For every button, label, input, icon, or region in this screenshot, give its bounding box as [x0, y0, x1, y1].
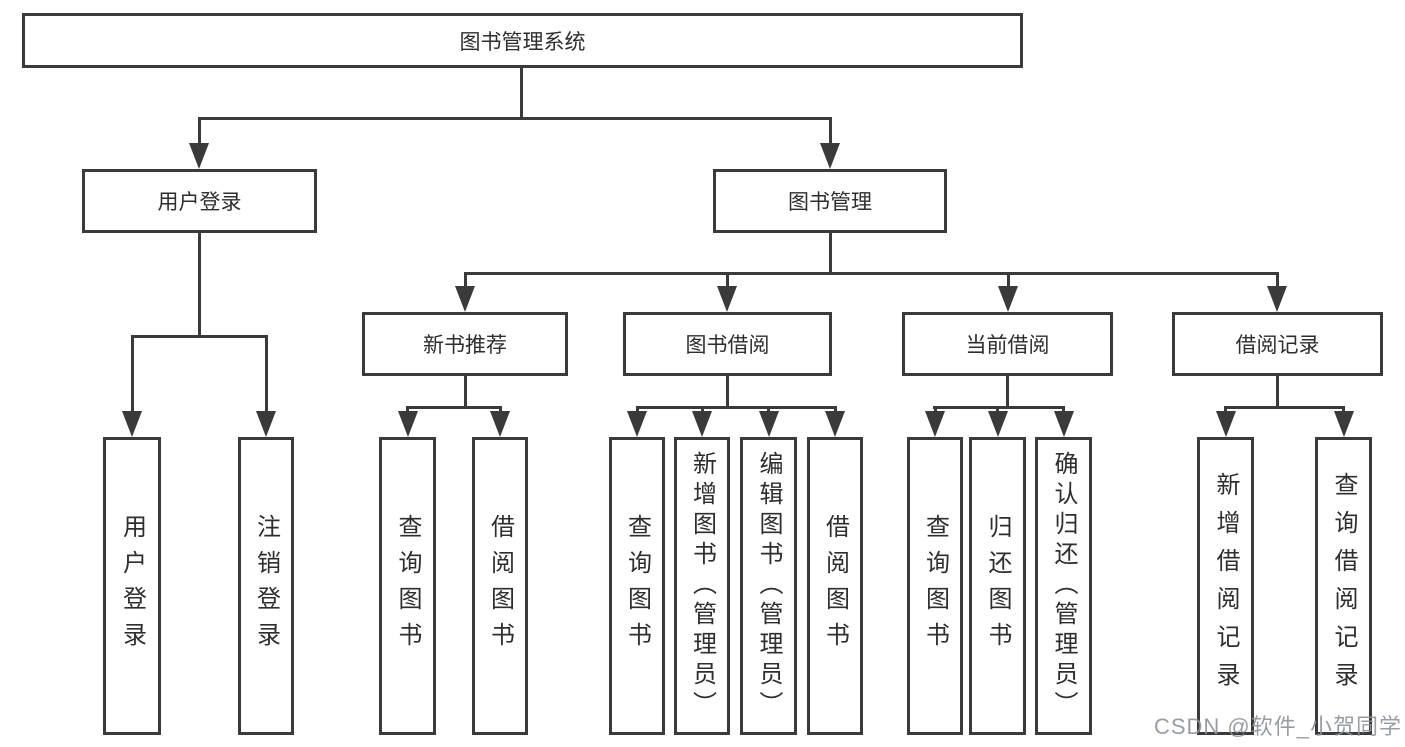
leaf-borrow-add-node: 新增图书（管理员）: [674, 437, 730, 735]
leaf-borrow-add-label: 新增图书（管理员）: [688, 451, 716, 721]
leaf-newbooks-query-node: 查询图书: [379, 437, 436, 735]
connector-level2-fork: [198, 117, 832, 120]
connector-cb-return-stem: [996, 406, 999, 415]
book-mgmt-node: 图书管理: [713, 169, 947, 233]
leaf-current-confirm-node: 确认归还（管理员）: [1035, 437, 1092, 735]
leaf-borrow-edit-label: 编辑图书（管理员）: [755, 451, 782, 721]
connector-root-trunk: [520, 68, 523, 120]
arrow-down-book-borrow: [717, 286, 737, 312]
connector-user-login-fork: [131, 335, 268, 338]
arrow-down-br-add: [1216, 411, 1236, 437]
current-borrow-node: 当前借阅: [902, 312, 1113, 376]
leaf-user-login-node: 用户登录: [103, 437, 161, 735]
connector-book-borrow-stem: [726, 272, 729, 290]
connector-book-mgmt-stem: [829, 117, 832, 147]
arrow-down-br-query: [1334, 411, 1354, 437]
arrow-down-nb-borrow: [490, 411, 510, 437]
user-login-node-label: 用户登录: [157, 191, 242, 214]
arrow-down-nb-query: [398, 411, 418, 437]
leaf-logout-node: 注销登录: [238, 437, 294, 735]
connector-book-mgmt-trunk: [829, 233, 832, 274]
leaf-logout-label: 注销登录: [252, 514, 280, 658]
arrow-down-borrow-records: [1267, 286, 1287, 312]
borrow-records-node: 借阅记录: [1172, 312, 1383, 376]
arrow-down-current-borrow: [998, 286, 1018, 312]
book-borrow-node: 图书借阅: [623, 312, 832, 376]
arrow-down-bb-edit: [759, 411, 779, 437]
connector-cb-query-stem: [934, 406, 937, 415]
arrow-down-book-mgmt: [820, 143, 840, 169]
leaf-newbooks-query-label: 查询图书: [394, 514, 421, 658]
leaf-records-query-node: 查询借阅记录: [1315, 437, 1372, 735]
root-node-label: 图书管理系统: [459, 30, 586, 54]
leaf-borrow-query-node: 查询图书: [609, 437, 665, 735]
leaf-newbooks-borrow-node: 借阅图书: [472, 437, 528, 735]
arrow-down-leaf-login: [122, 411, 142, 437]
leaf-current-confirm-label: 确认归还（管理员）: [1050, 451, 1077, 721]
connector-borrow-records-fork: [1224, 406, 1345, 409]
book-mgmt-node-label: 图书管理: [788, 191, 872, 214]
leaf-current-return-node: 归还图书: [969, 437, 1026, 735]
arrow-down-bb-borrow: [825, 411, 845, 437]
new-books-node-label: 新书推荐: [423, 334, 507, 357]
arrow-down-cb-return: [988, 411, 1008, 437]
arrow-down-user-login: [189, 143, 209, 169]
leaf-current-query-label: 查询图书: [921, 514, 949, 658]
connector-leaf-logout-stem: [265, 335, 268, 415]
connector-new-books-stem: [464, 272, 467, 290]
arrow-down-cb-query: [925, 411, 945, 437]
book-borrow-node-label: 图书借阅: [685, 334, 770, 357]
arrow-down-bb-add: [692, 411, 712, 437]
leaf-newbooks-borrow-label: 借阅图书: [486, 514, 514, 658]
connector-bb-borrow-stem: [834, 406, 837, 415]
root-node: 图书管理系统: [22, 13, 1023, 68]
leaf-records-add-node: 新增借阅记录: [1197, 437, 1254, 735]
connector-level3-fork: [464, 272, 1279, 275]
leaf-records-query-label: 查询借阅记录: [1330, 472, 1357, 700]
leaf-records-add-label: 新增借阅记录: [1212, 472, 1239, 700]
connector-bb-query-stem: [636, 406, 639, 415]
connector-br-query-stem: [1342, 406, 1345, 415]
connector-user-login-trunk: [198, 233, 201, 337]
connector-bb-add-stem: [701, 406, 704, 415]
connector-nb-borrow-stem: [499, 406, 502, 415]
arrow-down-cb-confirm: [1054, 411, 1074, 437]
new-books-node: 新书推荐: [362, 312, 568, 376]
connector-cb-confirm-stem: [1062, 406, 1065, 415]
leaf-current-return-label: 归还图书: [984, 514, 1011, 658]
connector-nb-query-stem: [406, 406, 409, 415]
connector-book-borrow-trunk: [726, 376, 729, 409]
csdn-watermark: CSDN @软件_小贺同学: [1153, 714, 1402, 739]
arrow-down-new-books: [455, 286, 475, 312]
connector-leaf-login-stem: [131, 335, 134, 415]
connector-borrow-records-trunk: [1276, 376, 1279, 409]
current-borrow-node-label: 当前借阅: [965, 334, 1050, 357]
connector-br-add-stem: [1224, 406, 1227, 415]
leaf-borrow-borrow-label: 借阅图书: [821, 514, 849, 658]
connector-current-borrow-trunk: [1006, 376, 1009, 409]
connector-current-borrow-stem: [1007, 272, 1010, 290]
leaf-borrow-query-label: 查询图书: [623, 514, 651, 658]
connector-user-login-stem: [198, 117, 201, 147]
connector-book-borrow-fork: [636, 406, 836, 409]
user-login-node: 用户登录: [82, 169, 317, 233]
leaf-borrow-borrow-node: 借阅图书: [807, 437, 863, 735]
connector-new-books-fork: [406, 406, 502, 409]
leaf-current-query-node: 查询图书: [907, 437, 963, 735]
connector-bb-edit-stem: [767, 406, 770, 415]
borrow-records-node-label: 借阅记录: [1235, 334, 1320, 357]
arrow-down-leaf-logout: [256, 411, 276, 437]
connector-borrow-records-stem: [1276, 272, 1279, 290]
connector-current-borrow-fork: [933, 406, 1065, 409]
connector-new-books-trunk: [464, 376, 467, 409]
leaf-borrow-edit-node: 编辑图书（管理员）: [740, 437, 797, 735]
arrow-down-bb-query: [627, 411, 647, 437]
leaf-user-login-label: 用户登录: [118, 514, 146, 658]
